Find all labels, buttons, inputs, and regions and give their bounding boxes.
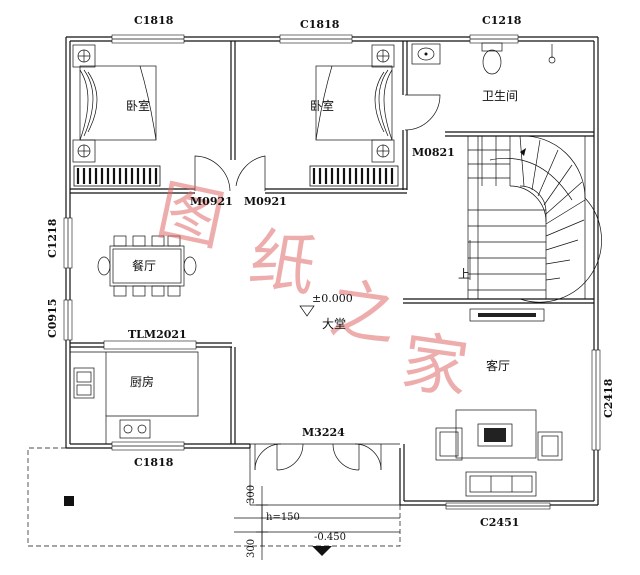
bed-left (72, 44, 157, 163)
label-window-top-mid: C1818 (300, 18, 340, 31)
label-level-porch-step: h=150 (266, 512, 300, 523)
level-marker-outside (312, 546, 332, 556)
label-level-floor: ±0.000 (312, 292, 353, 305)
label-room-kitchen: 厨房 (130, 374, 154, 389)
living-furniture (435, 308, 563, 497)
label-dim-step-lower: 300 (246, 539, 257, 558)
label-window-bottom-right: C2451 (480, 516, 519, 529)
label-window-bottom-left: C1818 (134, 456, 174, 469)
wardrobe-left (73, 165, 161, 187)
watermark: 图 纸 之 家 (151, 171, 473, 408)
label-window-top-left: C1818 (134, 14, 174, 27)
label-room-bedroom-left: 卧室 (126, 98, 150, 113)
watermark-char-1: 图 (151, 171, 232, 260)
label-door-entrance: M3224 (302, 426, 345, 439)
watermark-char-4: 家 (397, 323, 473, 408)
wardrobe-right (309, 165, 399, 187)
kitchen-counter (70, 351, 199, 444)
label-door-bath: M0821 (412, 146, 455, 159)
door-bed-right (235, 155, 266, 191)
label-level-outside: -0.450 (314, 532, 346, 543)
level-marker-hall (299, 305, 315, 317)
label-door-bed-right: M0921 (244, 195, 287, 208)
label-room-dining: 餐厅 (132, 258, 156, 273)
bed-right (315, 44, 395, 163)
door-bed-left (194, 155, 231, 192)
label-dim-step-upper: 300 (246, 485, 257, 504)
bathroom-fixtures (411, 42, 556, 75)
window-kitchen-top (103, 340, 197, 350)
door-entrance (249, 443, 400, 471)
label-room-hall: 大堂 (322, 317, 346, 331)
label-window-left-lower: C0915 (46, 299, 59, 338)
label-window-left-upper: C1218 (46, 218, 59, 258)
label-window-top-right: C1218 (482, 14, 522, 27)
interior-walls (70, 41, 594, 444)
staircase (467, 135, 602, 303)
label-door-bed-left: M0921 (190, 195, 233, 208)
label-room-bedroom-right: 卧室 (310, 98, 334, 113)
label-window-kitchen-top: TLM2021 (128, 328, 187, 341)
doors (194, 94, 441, 471)
label-window-right: C2418 (602, 378, 615, 418)
watermark-char-3: 之 (325, 270, 401, 355)
label-room-living: 客厅 (486, 358, 510, 373)
door-bath (404, 94, 441, 131)
label-room-bathroom: 卫生间 (482, 89, 518, 103)
dining-table (97, 235, 197, 297)
porch (27, 447, 401, 560)
label-stair-up: 上 (458, 267, 470, 281)
watermark-char-2: 纸 (244, 219, 322, 306)
